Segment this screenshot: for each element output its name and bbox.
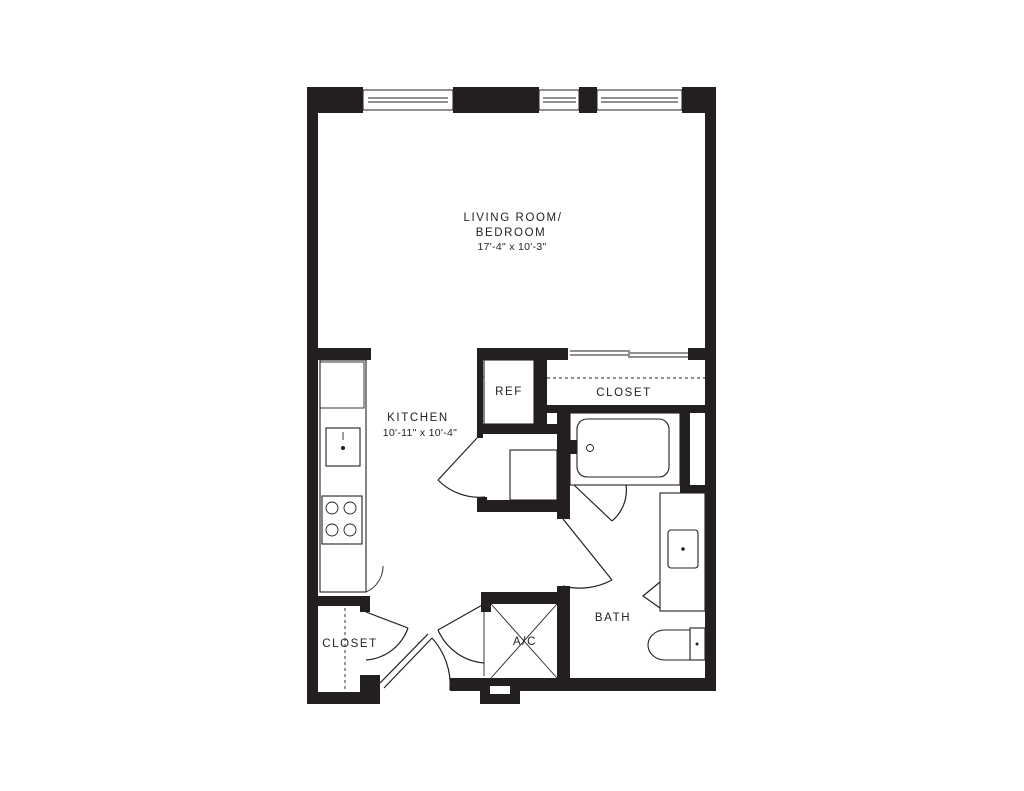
sink-icon <box>325 427 361 467</box>
pantry-shelf <box>509 449 558 501</box>
ac-door <box>437 603 485 676</box>
closet-entry-label: CLOSET <box>322 638 378 650</box>
ac-label: A/C <box>513 636 537 648</box>
stove-icon <box>321 495 363 545</box>
tub-door <box>573 484 627 522</box>
window-middle <box>538 89 580 111</box>
bath-door <box>562 518 613 589</box>
window-left <box>362 89 454 111</box>
kitchen-dimensions: 10'-11" x 10'-4" <box>383 427 457 439</box>
vanity-icon <box>642 492 706 612</box>
window-right <box>596 89 683 111</box>
pantry-door <box>437 437 486 498</box>
refrigerator-icon <box>478 359 535 425</box>
front-entry-door <box>379 633 451 691</box>
ref-label: REF <box>495 386 523 398</box>
bath-label: BATH <box>595 612 631 624</box>
bathtub-icon <box>569 412 681 486</box>
closet-entry-door <box>365 611 409 661</box>
closet-main-label: CLOSET <box>596 387 652 399</box>
kitchen-end-door <box>365 564 384 593</box>
kitchen-counter <box>319 359 367 593</box>
exterior-walls <box>307 87 716 704</box>
bath-fixtures <box>569 412 706 661</box>
kitchen-label: KITCHEN <box>387 412 449 424</box>
windows <box>362 89 683 111</box>
living-room-dimensions: 17'-4" x 10'-3" <box>477 241 546 253</box>
ac-unit <box>490 603 558 679</box>
kitchen-fixtures <box>319 359 558 593</box>
closet-sliding-doors <box>570 350 688 358</box>
interior-walls <box>318 348 705 686</box>
room-labels: LIVING ROOM/ BEDROOM 17'-4" x 10'-3" KIT… <box>322 212 652 650</box>
toilet-icon <box>647 627 706 661</box>
living-room-label: LIVING ROOM/ <box>463 212 562 224</box>
upper-cabinet <box>319 361 365 409</box>
bedroom-label: BEDROOM <box>476 227 547 239</box>
doors <box>365 350 688 691</box>
